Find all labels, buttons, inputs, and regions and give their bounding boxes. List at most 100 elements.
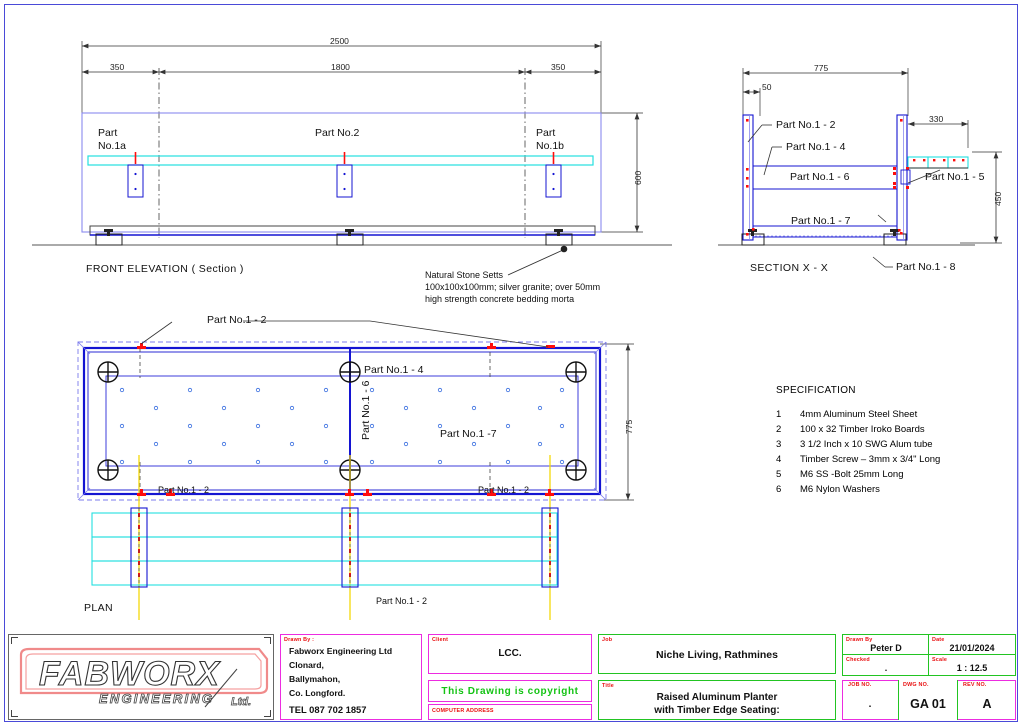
drawn-by-box: Drawn By : Fabworx Engineering Ltd Clona…	[280, 634, 422, 720]
logo-corner-br	[264, 710, 271, 717]
dim-right-350: 350	[551, 62, 566, 72]
section-body	[718, 114, 975, 246]
spec-item: 1 4mm Aluminum Steel Sheet	[776, 409, 1006, 420]
logo-graphic: FABWORX ENGINEERING Ltd.	[19, 647, 269, 708]
spec-item-number: 4	[776, 454, 782, 465]
copyright-text: This Drawing is copyright	[441, 686, 579, 697]
front-elevation-dimensions	[81, 41, 643, 233]
job-no-caption: JOB NO.	[848, 682, 872, 688]
dwg-no-divider	[898, 680, 958, 720]
drawn-box: Drawn By Peter D	[842, 634, 930, 656]
section-dimensions	[742, 68, 1002, 244]
date-caption: Date	[932, 636, 945, 643]
client-box: Client LCC.	[428, 634, 592, 674]
dim-left-350: 350	[110, 62, 125, 72]
spec-item: 4 Timber Screw – 3mm x 3/4" Long	[776, 454, 1006, 465]
stone-setts-leader	[507, 245, 568, 276]
plan-leaders	[140, 320, 549, 348]
spec-item: 2 100 x 32 Timber Iroko Boards	[776, 424, 1006, 435]
section-leaders	[747, 124, 941, 268]
view-title-front-elevation: FRONT ELEVATION ( Section )	[86, 263, 244, 275]
logo-ltd-text: Ltd.	[231, 696, 251, 708]
spec-item-text: 3 1/2 Inch x 10 SWG Alum tube	[800, 439, 933, 450]
scale-value: 1 : 12.5	[956, 663, 988, 673]
client-value: LCC.	[498, 648, 522, 659]
copyright-box: This Drawing is copyright	[428, 680, 592, 702]
plan-fasteners	[137, 343, 555, 496]
plan-corner-posts	[97, 361, 587, 481]
plan-timber-boards	[91, 512, 558, 586]
logo-corner-bl	[11, 710, 18, 717]
spec-item-text: Timber Screw – 3mm x 3/4" Long	[800, 454, 941, 465]
plan-label-br-1-2: Part No.1 - 2	[478, 485, 530, 495]
plan-bearers	[130, 507, 559, 588]
stone-note-line1: Natural Stone Setts	[425, 270, 504, 280]
drawn-by-caption: Drawn By :	[284, 636, 315, 643]
plan-label-1-4: Part No.1 - 4	[364, 364, 424, 376]
part-label-1b-line2: No.1b	[536, 140, 565, 152]
part-label-1a-line1: Part	[98, 127, 118, 139]
plan-label-top-1-2: Part No.1 - 2	[207, 314, 267, 326]
drawing-title-caption: Title	[602, 682, 614, 689]
job-value: Niche Living, Rathmines	[656, 649, 778, 661]
section-fasteners	[746, 119, 965, 236]
section-dim-330: 330	[929, 114, 944, 124]
plan-reference-lines	[139, 348, 491, 494]
part-label-2: Part No.2	[315, 127, 360, 139]
section-label-1-5: Part No.1 - 5	[925, 171, 985, 183]
rev-no-caption: REV NO.	[963, 682, 987, 688]
spec-item-text: M6 Nylon Washers	[800, 484, 880, 495]
part-label-1a-line2: No.1a	[98, 140, 127, 152]
plan-bearer-fixings	[138, 513, 551, 577]
specification-block: SPECIFICATION 1 4mm Aluminum Steel Sheet…	[776, 385, 1006, 499]
section-label-1-4: Part No.1 - 4	[786, 141, 846, 153]
rev-no-value: A	[982, 697, 992, 711]
logo-fabworx-text: FABWORX	[39, 655, 221, 693]
section-label-1-7: Part No.1 - 7	[791, 215, 851, 227]
title-block: FABWORX ENGINEERING Ltd. Drawn By : Fabw…	[8, 634, 1016, 722]
plan-perforations	[119, 387, 565, 465]
spec-item-number: 1	[776, 409, 782, 420]
section-dim-775: 775	[814, 63, 829, 73]
drawing-title-line1: Raised Aluminum Planter	[656, 692, 778, 703]
view-title-section: SECTION X - X	[750, 262, 829, 274]
spec-item: 5 M6 SS -Bolt 25mm Long	[776, 469, 1006, 480]
logo-corner-tl	[11, 637, 18, 644]
plan-label-1-6: Part No.1 - 6	[360, 380, 372, 440]
section-label-1-6: Part No.1 - 6	[790, 171, 850, 183]
specification-heading: SPECIFICATION	[776, 385, 856, 396]
company-logo: FABWORX ENGINEERING Ltd.	[8, 634, 274, 720]
checked-value: .	[884, 663, 888, 673]
checked-caption: Checked	[846, 656, 870, 663]
spec-item: 6 M6 Nylon Washers	[776, 484, 1006, 495]
drawing-title-line2: with Timber Edge Seating:	[654, 705, 780, 716]
spec-item: 3 3 1/2 Inch x 10 SWG Alum tube	[776, 439, 1006, 450]
section-label-1-8: Part No.1 - 8	[896, 261, 956, 273]
front-elevation-feet	[95, 229, 573, 246]
plan-label-bl-1-2: Part No.1 - 2	[158, 485, 210, 495]
company-telephone: TEL 087 702 1857	[289, 704, 367, 715]
computer-address-box: COMPUTER ADDRESS	[428, 704, 592, 720]
spec-item-number: 6	[776, 484, 782, 495]
job-no-value: .	[868, 699, 872, 710]
dim-height-600: 600	[633, 170, 643, 185]
company-line-4: Co. Longford.	[289, 688, 346, 698]
client-caption: Client	[432, 636, 449, 643]
drawn-caption: Drawn By	[846, 636, 873, 643]
plan-label-1-7: Part No.1 -7	[440, 428, 497, 440]
job-box: Job Niche Living, Rathmines	[598, 634, 836, 674]
scale-caption: Scale	[932, 656, 948, 663]
spec-item-text: M6 SS -Bolt 25mm Long	[800, 469, 904, 480]
scale-box: Scale 1 : 12.5	[928, 654, 1016, 676]
stone-note-line2: 100x100x100mm; silver granite; over 50mm	[425, 282, 601, 292]
front-elevation-centrelines	[158, 68, 526, 238]
spec-item-text: 4mm Aluminum Steel Sheet	[800, 409, 918, 420]
checked-box: Checked .	[842, 654, 930, 676]
spec-item-number: 2	[776, 424, 782, 435]
computer-address-caption: COMPUTER ADDRESS	[432, 708, 494, 714]
section-dim-50: 50	[762, 82, 772, 92]
plan-label-bottom-1-2: Part No.1 - 2	[376, 596, 428, 606]
stone-note-line3: high strength concrete bedding morta	[425, 294, 575, 304]
